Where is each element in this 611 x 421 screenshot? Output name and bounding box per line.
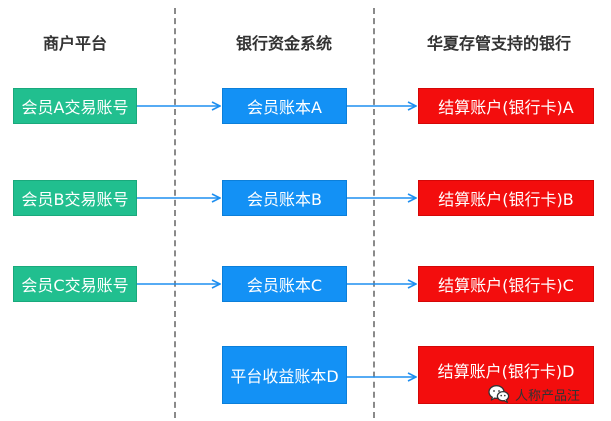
bank-system-header: 银行资金系统 (235, 34, 332, 53)
settlement-account-d: 结算账户(银行卡)D (418, 346, 594, 404)
member-ledger-a: 会员账本A (222, 88, 347, 124)
member-c-trading-account: 会员C交易账号 (13, 266, 137, 302)
member-ledger-c: 会员账本C (222, 266, 347, 302)
divider-left (174, 8, 176, 418)
settlement-account-b: 结算账户(银行卡)B (418, 180, 594, 216)
settlement-account-c: 结算账户(银行卡)C (418, 266, 594, 302)
settlement-account-a: 结算账户(银行卡)A (418, 88, 594, 124)
member-a-trading-account: 会员A交易账号 (13, 88, 137, 124)
divider-right (373, 8, 375, 418)
wechat-icon (488, 385, 510, 403)
watermark-text: 人称产品汪 (515, 388, 581, 404)
huaxia-banks-header: 华夏存管支持的银行 (426, 34, 571, 53)
platform-revenue-ledger-d: 平台收益账本D (222, 346, 347, 404)
member-ledger-b: 会员账本B (222, 180, 347, 216)
merchant-platform-header: 商户平台 (42, 34, 107, 53)
member-b-trading-account: 会员B交易账号 (13, 180, 137, 216)
wechat-watermark: 人称产品汪 (488, 383, 580, 405)
